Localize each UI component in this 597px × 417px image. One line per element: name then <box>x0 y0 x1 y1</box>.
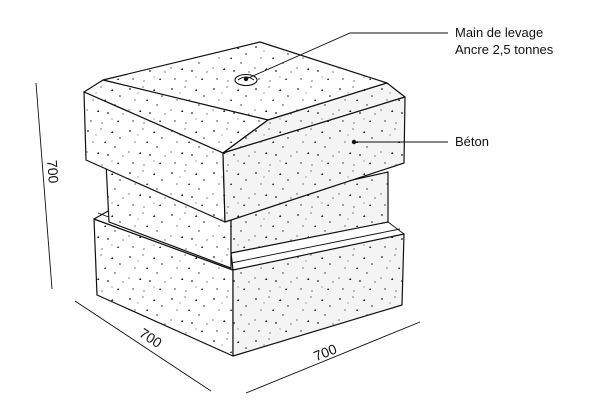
height-dimension-line <box>35 82 53 290</box>
material-label: Béton <box>455 134 489 149</box>
top-block-chamfer-left-texture <box>84 80 268 153</box>
lifting-handle-label: Main de levage <box>455 25 543 40</box>
depth-dimension-label: 700 <box>137 325 165 351</box>
bottom-block <box>93 209 405 357</box>
height-dimension-label: 700 <box>44 159 62 184</box>
bottom-block-right-face-texture <box>233 234 404 356</box>
top-block-chamfer-crease <box>222 119 269 154</box>
top-block-left-face-texture <box>84 92 225 222</box>
depth-dimension-line <box>74 300 212 392</box>
callouts: Main de levage Ancre 2,5 tonnes Béton <box>243 25 554 149</box>
top-block <box>83 41 406 223</box>
anchor-rating-label: Ancre 2,5 tonnes <box>455 42 554 57</box>
anchor-leader-dot <box>243 76 249 82</box>
middle-block <box>105 162 389 269</box>
bottom-block-left-face-texture <box>94 219 233 356</box>
middle-block-left-face-texture <box>106 163 231 268</box>
material-leader-dot <box>351 139 357 145</box>
top-block-chamfer-right-texture <box>223 83 405 153</box>
middle-block-right-face-texture <box>231 172 388 253</box>
top-block-right-face-texture <box>223 97 405 222</box>
anchor-leader-line <box>245 32 448 80</box>
width-dimension-line <box>245 321 421 394</box>
width-dimension-label: 700 <box>311 340 339 364</box>
